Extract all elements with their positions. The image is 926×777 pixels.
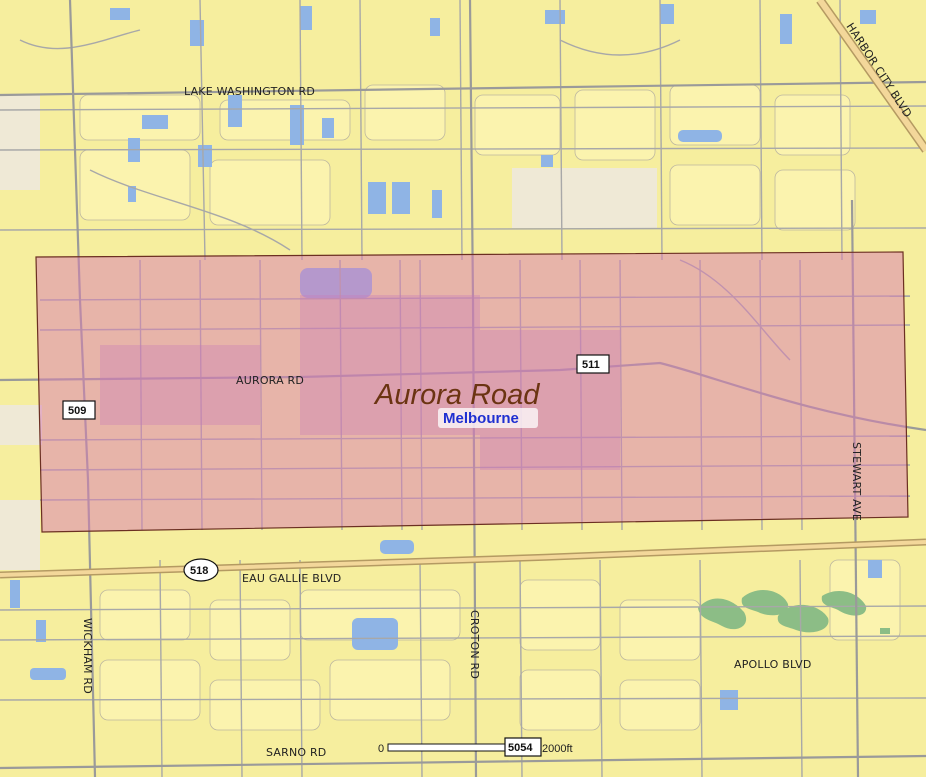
city-name: Melbourne <box>443 410 519 427</box>
route-shield-511: 511 <box>576 354 610 374</box>
aurora-road-area-highlight[interactable] <box>35 251 909 533</box>
svg-text:518: 518 <box>190 565 208 577</box>
city-label-background <box>438 408 538 428</box>
svg-text:509: 509 <box>68 405 86 417</box>
route-shield-5054: 5054 <box>504 737 542 757</box>
lake-washington-rd-label: LAKE WASHINGTON RD <box>184 85 315 98</box>
croton-rd-label: CROTON RD <box>468 610 481 679</box>
sarno-rd-label: SARNO RD <box>266 746 326 759</box>
area-title: Aurora Road <box>373 379 540 411</box>
svg-text:2000ft: 2000ft <box>542 743 573 755</box>
major-highways <box>0 0 926 579</box>
sarno-road <box>0 754 926 770</box>
svg-text:511: 511 <box>582 359 600 371</box>
apollo-blvd-label: APOLLO BLVD <box>734 658 812 671</box>
commercial-zones <box>100 295 620 470</box>
eau-gallie-blvd-fill <box>0 540 926 577</box>
route-shield-518: 518 <box>183 558 219 582</box>
route-shield-509: 509 <box>62 400 96 420</box>
residential-blocks <box>79 84 901 731</box>
aurora-rd-label: AURORA RD <box>236 374 304 387</box>
lake-washington-road <box>0 80 926 97</box>
svg-text:5054: 5054 <box>508 742 533 754</box>
harbor-city-blvd-fill <box>817 0 926 152</box>
svg-text:0: 0 <box>378 743 384 755</box>
stewart-ave-label: STEWART AVE <box>850 442 863 521</box>
wickham-rd-label: WICKHAM RD <box>81 618 94 694</box>
eau-gallie-blvd-label: EAU GALLIE BLVD <box>242 572 341 585</box>
open-land-layer <box>0 95 657 570</box>
